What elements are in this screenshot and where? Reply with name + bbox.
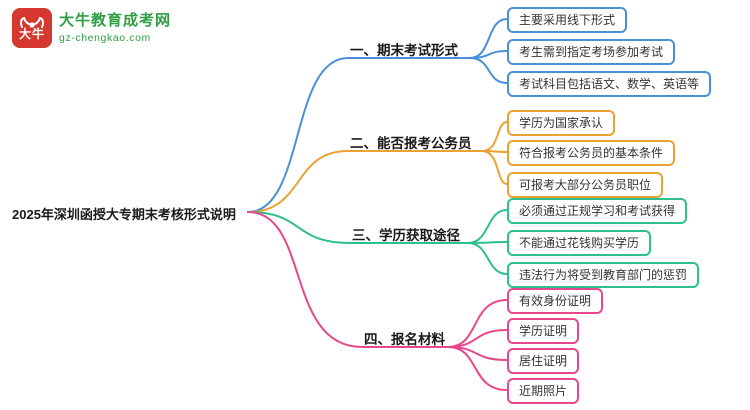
branch-node-1: 一、期末考试形式	[350, 43, 458, 58]
connector-leaf	[481, 121, 508, 152]
branch-node-4: 四、报名材料	[364, 332, 445, 347]
root-node: 2025年深圳函授大专期末考核形式说明	[12, 207, 236, 222]
leaf-node: 可报考大部分公务员职位	[507, 172, 664, 198]
logo-badge-text: 大牛	[18, 27, 45, 41]
bull-icon	[19, 16, 45, 28]
leaf-node: 必须通过正规学习和考试获得	[507, 198, 688, 224]
branch-node-2: 二、能否报考公务员	[350, 136, 472, 151]
connector-leaf	[447, 346, 508, 391]
leaf-node: 考试科目包括语文、数学、英语等	[507, 71, 712, 97]
connector-leaf	[481, 150, 508, 153]
leaf-node: 学历为国家承认	[507, 110, 616, 136]
connector-leaf	[447, 299, 508, 348]
connector-leaf	[467, 241, 508, 244]
branch-node-3: 三、学历获取途径	[352, 228, 460, 243]
leaf-node: 学历证明	[507, 318, 580, 344]
leaf-node: 近期照片	[507, 378, 580, 404]
connector-branch-2	[247, 150, 483, 213]
site-url: gz-chengkao.com	[59, 32, 151, 44]
connector-leaf	[467, 209, 508, 244]
leaf-node: 考生需到指定考场参加考试	[507, 39, 676, 65]
logo-badge: 大牛	[12, 8, 52, 48]
connector-leaf	[467, 242, 508, 275]
connector-leaf	[447, 329, 508, 348]
connector-leaf	[469, 57, 508, 84]
leaf-node: 主要采用线下形式	[507, 7, 628, 33]
leaf-node: 不能通过花钱购买学历	[507, 230, 652, 256]
leaf-node: 符合报考公务员的基本条件	[507, 140, 676, 166]
leaf-node: 有效身份证明	[507, 288, 604, 314]
site-title: 大牛教育成考网	[59, 12, 172, 29]
site-logo[interactable]: 大牛 大牛教育成考网 gz-chengkao.com	[12, 8, 171, 48]
connector-leaf	[481, 150, 508, 185]
leaf-node: 违法行为将受到教育部门的惩罚	[507, 262, 700, 288]
connector-leaf	[447, 346, 508, 361]
leaf-node: 居住证明	[507, 348, 580, 374]
connector-leaf	[469, 50, 508, 59]
connector-leaf	[469, 18, 508, 59]
